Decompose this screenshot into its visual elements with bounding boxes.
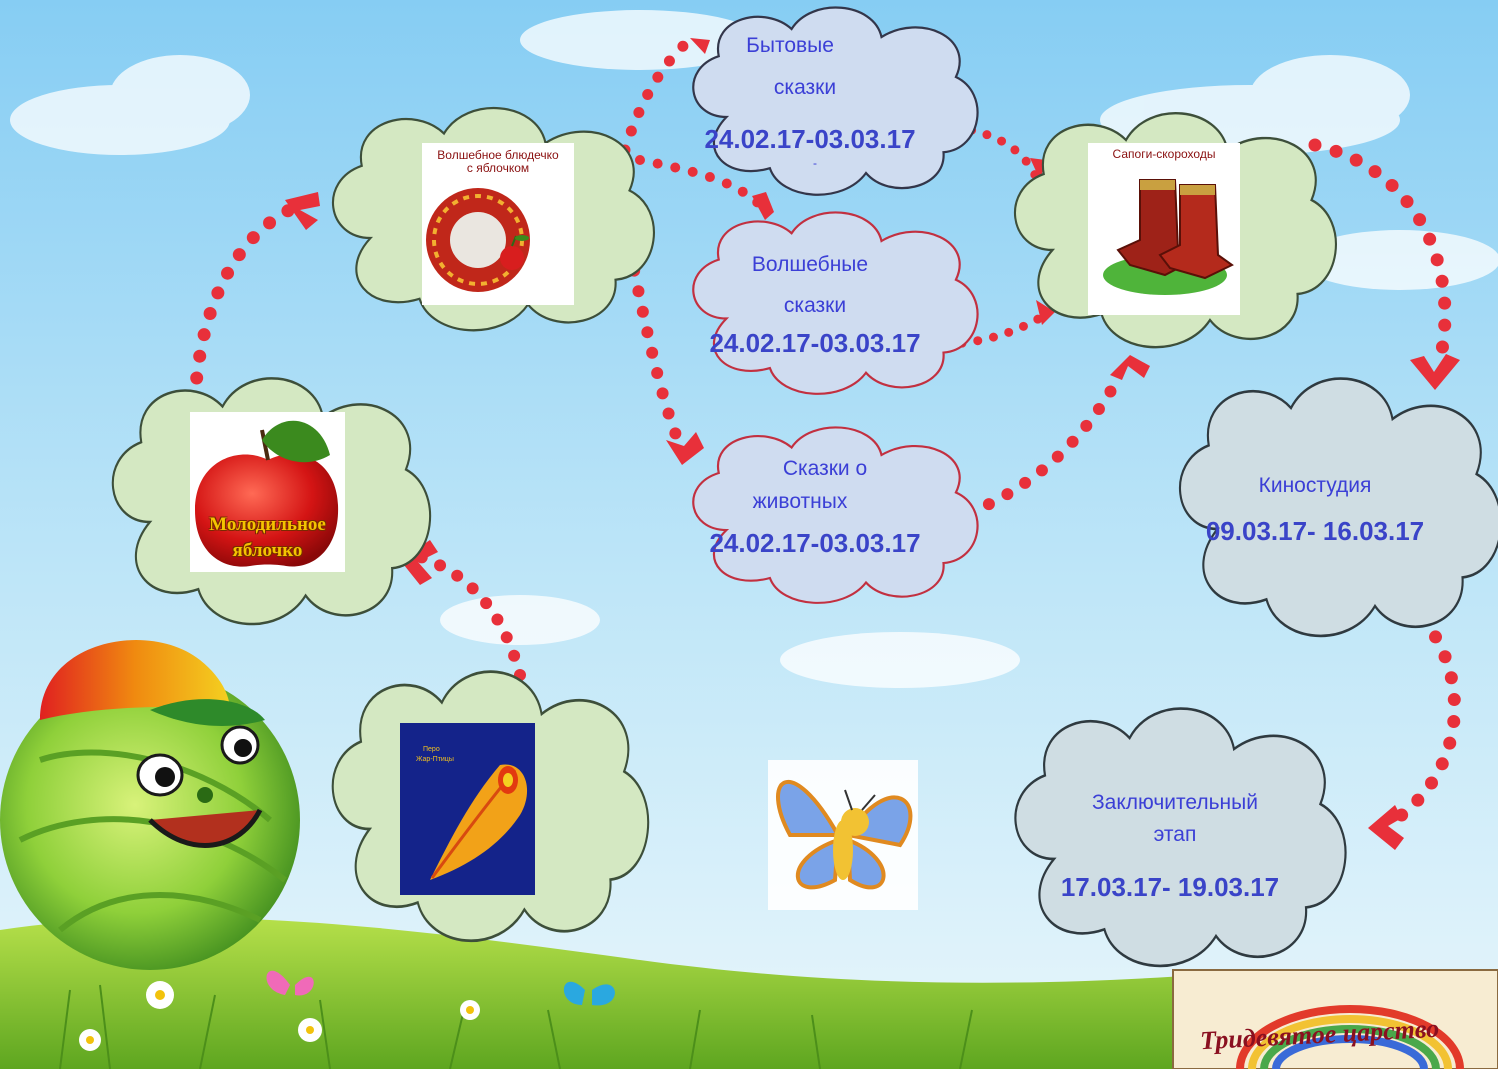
node-kinostudia-line1: Киностудия: [1235, 474, 1395, 498]
card-boots-caption: Сапоги-скороходы: [1088, 148, 1240, 161]
node-volshebnye-date: 24.02.17-03.03.17: [705, 328, 925, 359]
node-final-date: 17.03.17- 19.03.17: [1045, 872, 1295, 903]
card-apple-caption-line1: Молодильное: [190, 514, 345, 536]
node-bytovye-date: 24.02.17-03.03.17: [700, 124, 920, 155]
node-zhivotnye-line1: Сказки о: [760, 457, 890, 481]
node-kinostudia-date: 09.03.17- 16.03.17: [1190, 516, 1440, 547]
cloud-kinostudia: [1180, 379, 1498, 636]
node-zhivotnye-date: 24.02.17-03.03.17: [705, 528, 925, 559]
node-bytovye-line1: Бытовые: [725, 34, 855, 58]
card-feather-caption-line2: Жар-Птицы: [416, 756, 454, 764]
node-volshebnye-line1: Волшебные: [735, 253, 885, 277]
card-boots: [1088, 143, 1240, 315]
card-saucer-caption-line2: с яблочком: [422, 162, 574, 175]
card-feather-caption-line1: Перо: [423, 746, 440, 754]
node-bytovye-extra: -: [805, 156, 825, 170]
node-bytovye-line2: сказки: [750, 76, 860, 100]
small-apple-icon: [500, 246, 524, 270]
card-feather: [400, 723, 535, 895]
node-final-line1: Заключительный: [1060, 791, 1290, 815]
node-final-line2: этап: [1135, 823, 1215, 847]
butterfly-icon: [768, 760, 918, 910]
cloud-zhivotnye: [693, 427, 977, 602]
node-volshebnye-line2: сказки: [760, 294, 870, 318]
node-zhivotnye-line2: животных: [735, 490, 865, 514]
card-apple-caption-line2: яблочко: [190, 540, 345, 562]
